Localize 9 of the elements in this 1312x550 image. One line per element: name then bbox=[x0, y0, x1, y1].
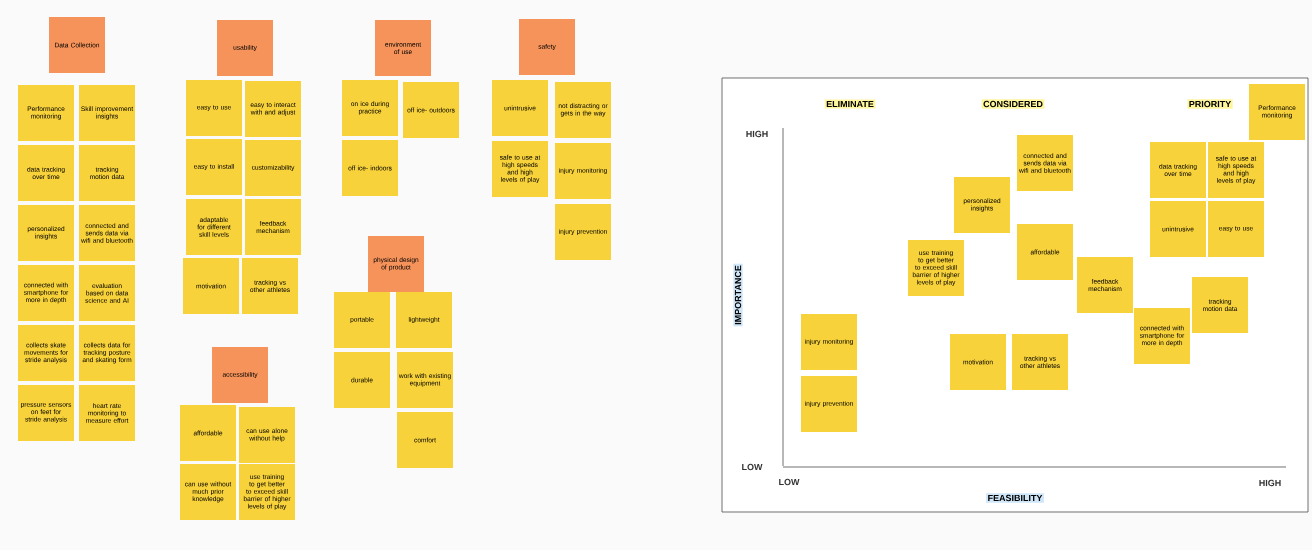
quadrant-heading: CONSIDERED bbox=[981, 99, 1045, 109]
axis-title: IMPORTANCE bbox=[733, 263, 743, 327]
axis-title: FEASIBILITY bbox=[986, 493, 1044, 503]
axis-label: HIGH bbox=[1259, 479, 1281, 487]
quadrant-heading: ELIMINATE bbox=[824, 99, 876, 109]
axis-label: HIGH bbox=[746, 130, 768, 138]
quadrant-heading: PRIORITY bbox=[1187, 99, 1233, 109]
axis-label: LOW bbox=[779, 478, 800, 486]
axis-label: LOW bbox=[742, 463, 763, 471]
